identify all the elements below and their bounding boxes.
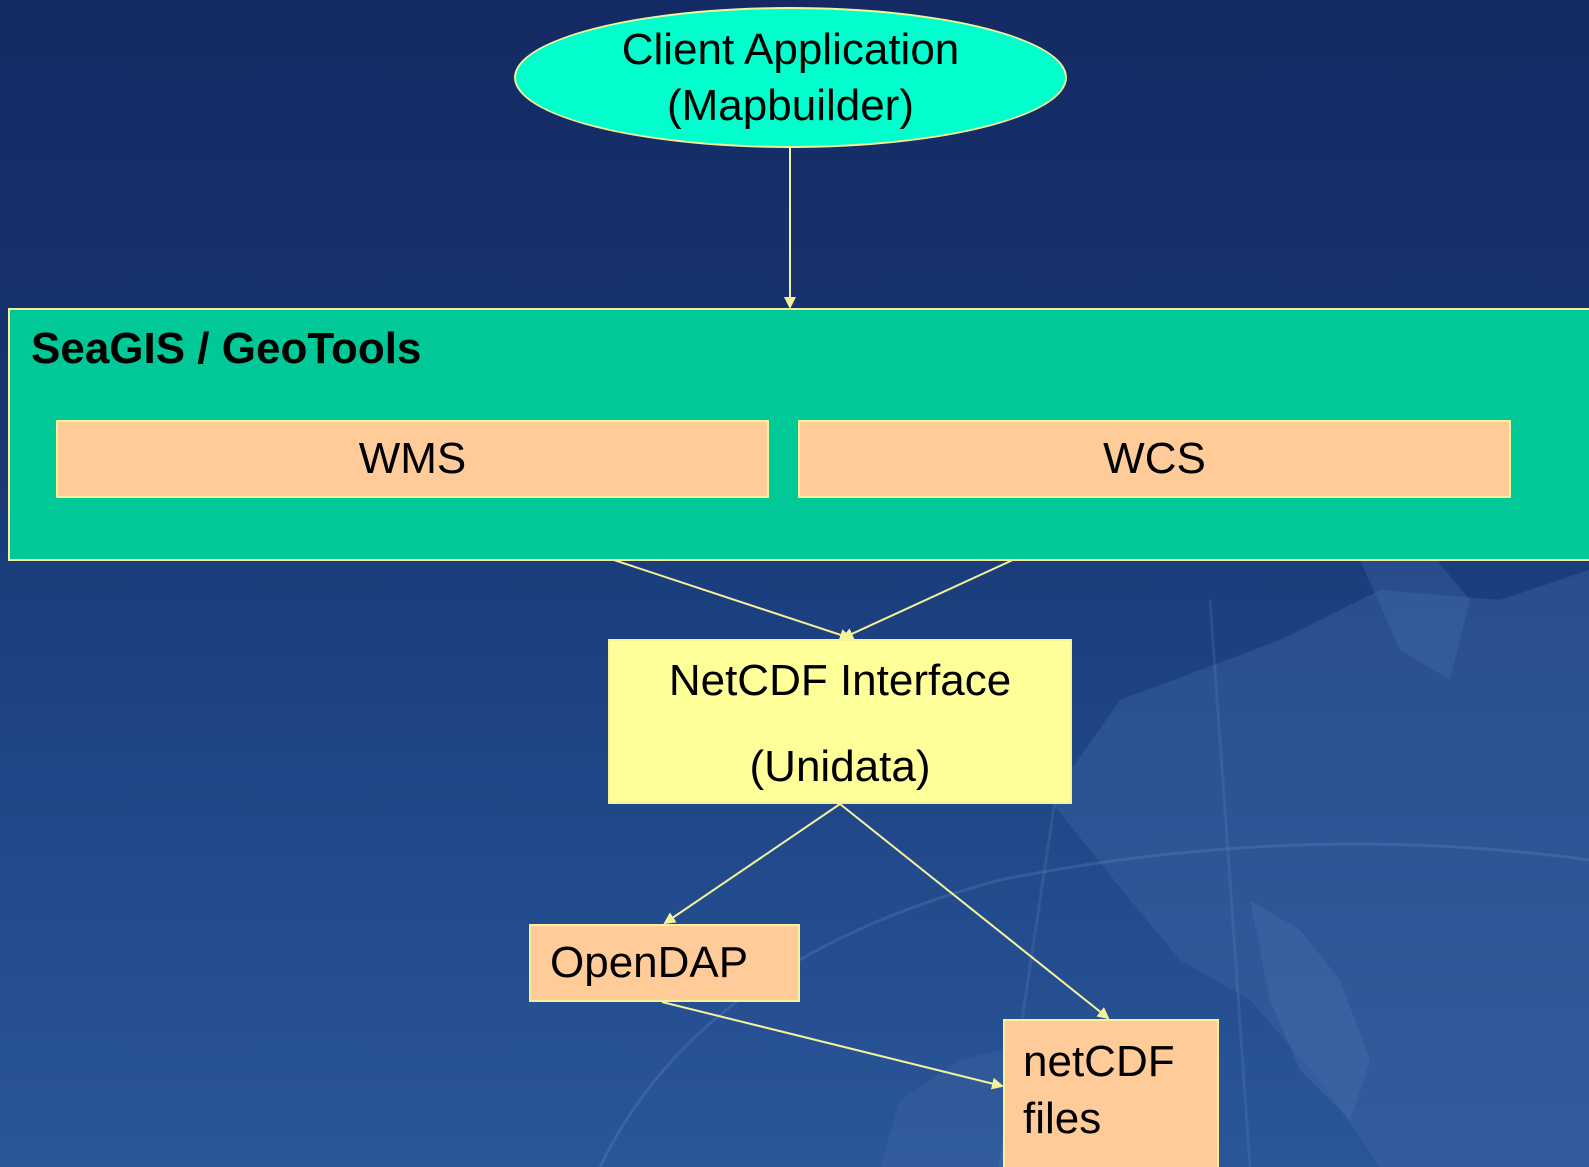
netcdf-files-node: netCDF files [1003,1019,1219,1167]
opendap-label: OpenDAP [550,938,749,987]
netcdf-interface-label: NetCDF Interface [668,656,1012,705]
container-title: SeaGIS / GeoTools [31,324,422,373]
opendap-node: OpenDAP [529,924,800,1002]
netcdf-interface-node: NetCDF Interface (Unidata) [608,639,1072,804]
seagis-geotools-container: SeaGIS / GeoTools WMS WCS [8,308,1589,561]
wms-label: WMS [358,434,467,483]
client-application-sublabel: (Mapbuilder) [667,80,914,130]
client-application-node: Client Application (Mapbuilder) [514,7,1067,148]
wms-node: WMS [56,420,769,498]
wcs-node: WCS [798,420,1511,498]
netcdf-interface-sublabel: (Unidata) [749,742,931,791]
client-application-label: Client Application [621,24,960,74]
netcdf-files-sublabel: files [1023,1094,1102,1143]
wcs-label: WCS [1103,434,1206,483]
netcdf-files-label: netCDF [1023,1037,1175,1086]
